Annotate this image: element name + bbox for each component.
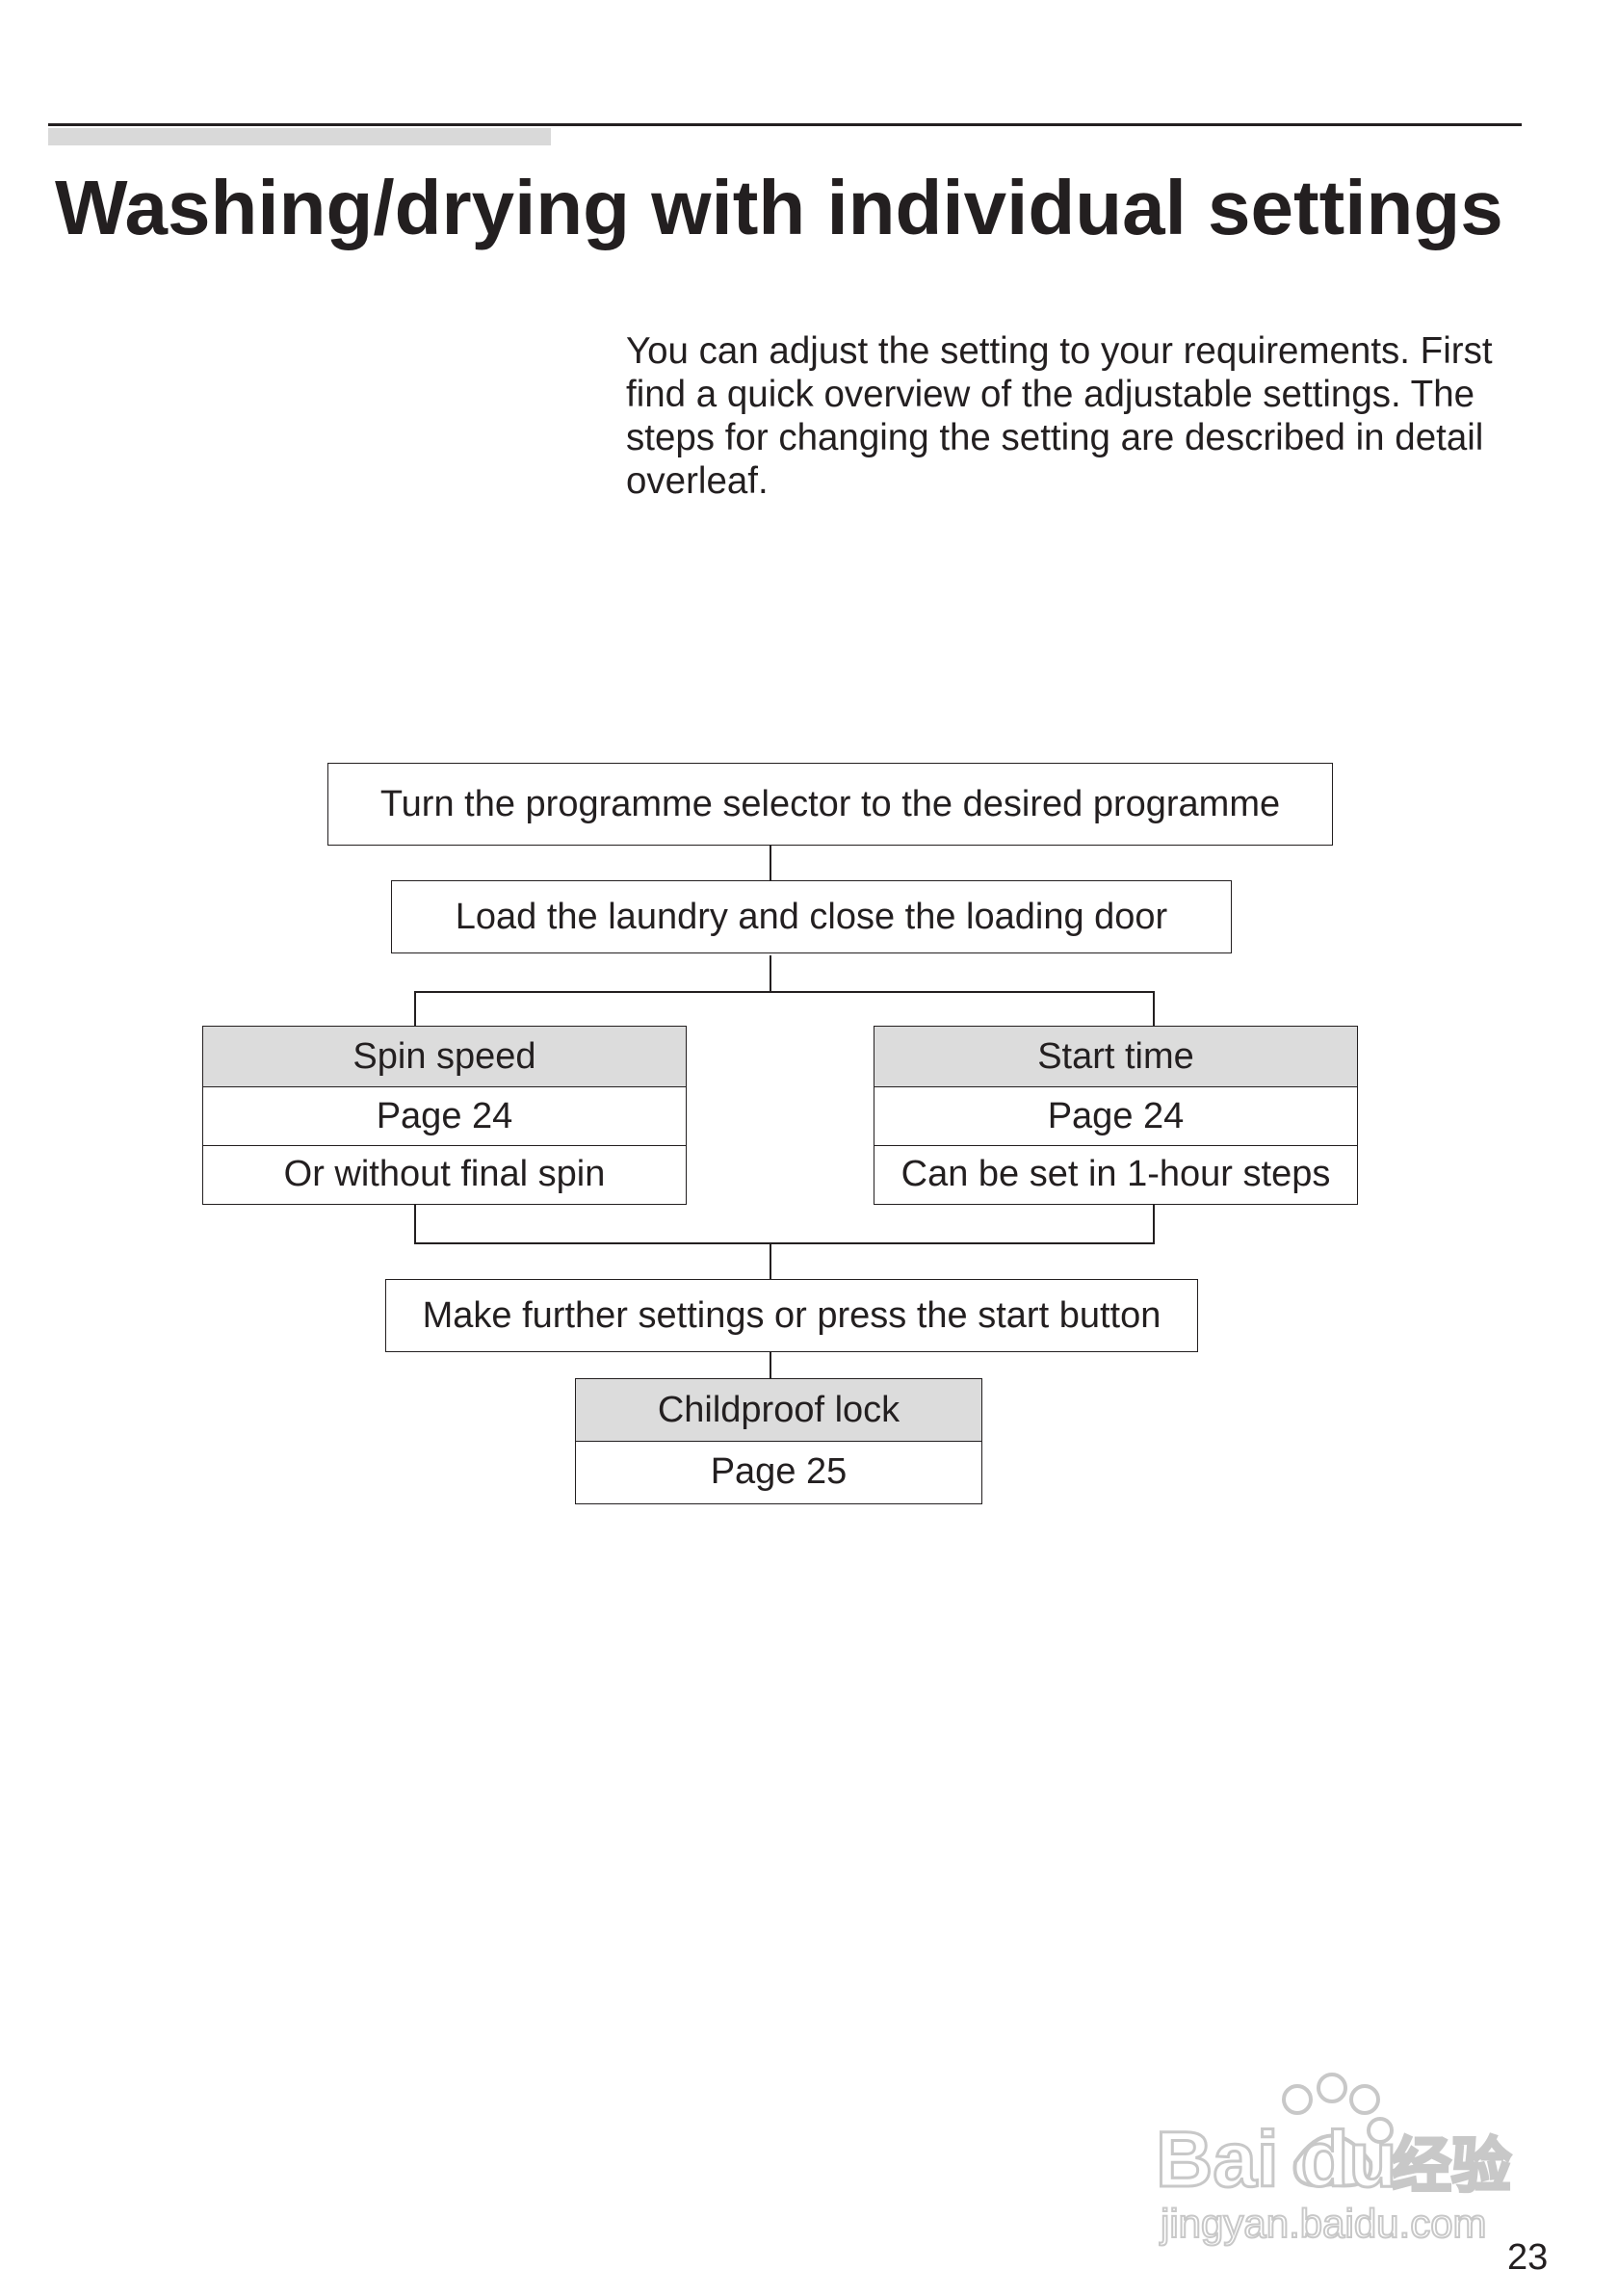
connector: [414, 991, 416, 1026]
childproof-lock-page: Page 25: [576, 1441, 981, 1502]
page-title: Washing/drying with individual settings: [55, 165, 1503, 250]
flow-step-load-laundry-text: Load the laundry and close the loading d…: [455, 896, 1168, 937]
connector: [1153, 991, 1155, 1026]
header-accent-bar: [48, 128, 551, 145]
connector: [414, 991, 1155, 993]
spin-speed-note: Or without final spin: [203, 1145, 686, 1203]
connector: [414, 1242, 1155, 1244]
paw-icon: [1282, 2073, 1394, 2188]
connector: [414, 1205, 416, 1243]
watermark-cn: 经验: [1392, 2130, 1511, 2201]
flow-step-further-settings: Make further settings or press the start…: [385, 1279, 1198, 1352]
watermark-url: jingyan.baidu.com: [1159, 2201, 1487, 2246]
header-rule: [48, 123, 1522, 126]
watermark-brand: Bai du: [1156, 2116, 1397, 2204]
start-time-title: Start time: [874, 1027, 1357, 1086]
flow-step-select-programme: Turn the programme selector to the desir…: [327, 763, 1333, 846]
childproof-lock-title: Childproof lock: [576, 1379, 981, 1441]
connector: [770, 1242, 771, 1279]
flow-step-further-settings-text: Make further settings or press the start…: [422, 1294, 1161, 1336]
connector: [770, 846, 771, 880]
start-time-panel: Start time Page 24 Can be set in 1-hour …: [874, 1026, 1358, 1205]
connector: [770, 1352, 771, 1379]
flow-step-select-programme-text: Turn the programme selector to the desir…: [379, 783, 1281, 824]
start-time-note: Can be set in 1-hour steps: [874, 1145, 1357, 1203]
connector: [770, 955, 771, 992]
spin-speed-panel: Spin speed Page 24 Or without final spin: [202, 1026, 687, 1205]
intro-paragraph: You can adjust the setting to your requi…: [626, 330, 1493, 502]
baidu-watermark-logo: Bai du 经验 jingyan.baidu.com: [1155, 2073, 1513, 2247]
connector: [1153, 1205, 1155, 1243]
spin-speed-page: Page 24: [203, 1086, 686, 1145]
spin-speed-title: Spin speed: [203, 1027, 686, 1086]
start-time-page: Page 24: [874, 1086, 1357, 1145]
childproof-lock-panel: Childproof lock Page 25: [575, 1378, 982, 1504]
page-number: 23: [1507, 2237, 1549, 2278]
flow-step-load-laundry: Load the laundry and close the loading d…: [391, 880, 1232, 953]
